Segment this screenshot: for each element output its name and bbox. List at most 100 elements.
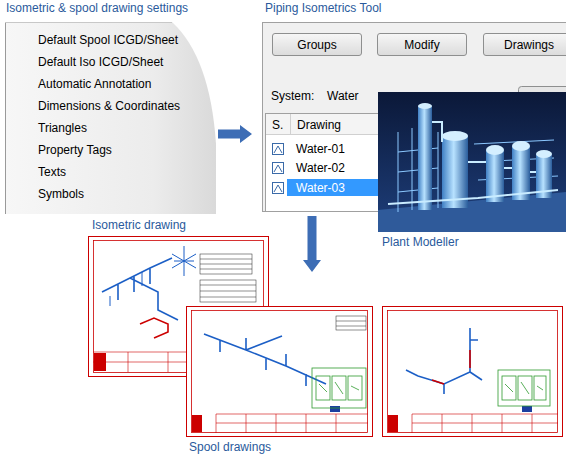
sheet-caption: Spool drawings [189,440,271,454]
drawing-table [287,179,379,196]
setting-item: Texts [38,165,66,179]
sheet-table [336,316,366,330]
sheet-table [200,254,256,302]
drawing-row: Water-01 [296,142,345,156]
plant-tower [486,150,504,202]
plant-tower [418,106,432,210]
spool-symbols [319,382,359,394]
sheet-table [336,321,366,326]
plant-piping [388,122,558,204]
plant-tower [536,150,552,158]
spool-sheets: Spool drawings [186,272,566,460]
pipe-route [140,318,168,338]
drawing-row: Water-03 [296,181,345,195]
sheet-frame [383,307,563,437]
setting-item: Property Tags [38,143,112,157]
pipe-route [102,258,178,320]
button-label: Modify [404,38,439,52]
plant-piping [388,122,558,204]
plant-background [378,92,566,232]
north-arrow [172,246,196,276]
drawing-table [290,114,291,134]
setting-item: Dimensions & Coordinates [38,99,180,113]
sheet-table [200,285,256,297]
panel-shape [5,22,6,214]
sheet-frame [330,406,340,412]
field-label: System: [271,89,314,103]
sheet-frame [216,414,368,433]
sheet-frame [192,415,202,432]
setting-item: Symbols [38,187,84,201]
plant-image: Plant Modeller [378,92,566,250]
sheet-frame [187,307,373,437]
field-value: Water [327,89,359,103]
spool-symbols [312,368,366,408]
sheet-table [200,259,252,269]
settings-panel: Isometric & spool drawing settingsDefaul… [0,0,216,216]
button-label: Groups [297,38,336,52]
panel-heading: Isometric & spool drawing settings [6,1,188,15]
pipe-route [140,318,168,338]
pipe-route [432,350,470,384]
plant-image [378,92,566,232]
sheet-frame [94,353,106,371]
toolbar-button: Modify [377,33,467,56]
pipe-route [204,334,326,386]
row-icon [274,185,282,192]
plant-tower [512,146,530,200]
row-icon [274,165,282,172]
sheet-frame [388,415,398,432]
row-icon [274,146,282,153]
button-label: Drawings [504,38,554,52]
spool-sheets [186,272,566,460]
drawing-row: Water-02 [296,161,345,175]
sheet-caption: Isometric drawing [92,218,186,232]
sheet-table [200,254,252,274]
flow-arrow [303,216,321,272]
north-arrow [172,246,196,276]
plant-tower [442,131,468,141]
column-header: Drawing [297,118,341,132]
spool-symbols [498,370,550,406]
pipe-route [110,272,142,306]
row-icon [273,144,284,155]
sheet-frame [187,307,373,437]
plant-background [378,92,566,232]
sheet-table [336,316,366,330]
sheet-table [200,280,256,302]
pipe-route [406,328,482,394]
sheet-frame [192,311,368,433]
setting-item: Default Spool ICGD/Sheet [38,33,178,47]
sheet-frame [412,414,558,433]
sheet-frame [522,406,532,412]
spool-symbols [498,370,550,406]
plant-tower [486,145,504,155]
setting-item: Default Iso ICGD/Sheet [38,55,163,69]
plant-tower [418,103,432,109]
flow-arrow [218,125,252,143]
panel-shape [5,22,216,214]
column-header: S. [272,118,283,132]
plant-tower [442,136,468,208]
pipe-route [102,258,178,320]
plant-tower [418,103,552,210]
panel-shape [5,22,172,23]
toolbar-button: Drawings [483,33,566,56]
spool-symbols [312,368,366,408]
row-icon [273,183,284,194]
toolbar-button: Groups [272,33,362,56]
panel-shape [5,22,216,214]
plant-tower [512,141,530,151]
setting-item: Triangles [38,121,87,135]
sheet-frame [383,307,563,437]
image-caption: Plant Modeller [382,235,459,249]
pipe-route [432,350,470,384]
spool-symbols [505,382,543,394]
pipe-route [406,328,482,394]
row-icon [273,163,284,174]
pipe-route [204,334,326,386]
setting-item: Automatic Annotation [38,77,151,91]
sheet-frame [388,311,558,433]
row-icon [273,144,284,194]
